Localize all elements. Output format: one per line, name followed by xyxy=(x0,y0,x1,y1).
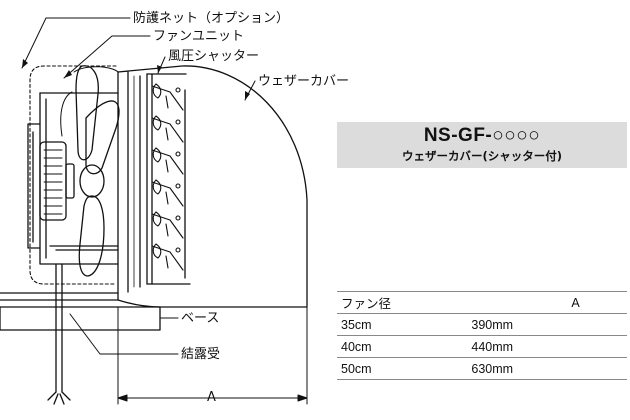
motor xyxy=(39,141,75,221)
dimension-cell: 630mm xyxy=(409,357,627,380)
table-row: 35cm 390mm xyxy=(337,313,627,336)
model-title-box: NS-GF-○○○○ ウェザーカバー(シャッター付) xyxy=(337,122,627,168)
table-row: 50cm 630mm xyxy=(337,357,627,380)
label-dimension-a: A xyxy=(207,390,216,405)
header-fan-diameter: ファン径 xyxy=(337,291,410,314)
arrow-shutter xyxy=(157,65,162,73)
wall-plates xyxy=(0,292,161,331)
label-base: ベース xyxy=(181,311,219,326)
label-weather-cover: ウェザーカバー xyxy=(258,74,349,89)
arrow-net xyxy=(22,59,28,68)
fan-diameter-cell: 50cm xyxy=(337,357,410,380)
label-pressure-shutter: 風圧シャッター xyxy=(168,49,259,64)
label-fan-unit: ファンユニット xyxy=(153,29,244,44)
arrow-cover xyxy=(245,91,250,100)
leader-lines xyxy=(21,17,256,355)
header-a: A xyxy=(409,291,627,314)
arrow-fan xyxy=(64,70,72,78)
label-drip-tray: 結露受 xyxy=(181,347,220,362)
fan-diameter-cell: 35cm xyxy=(337,313,410,336)
dimension-table: ファン径 A 35cm 390mm 40cm 440mm 50cm 630mm xyxy=(337,291,627,380)
fan-diameter-cell: 40cm xyxy=(337,335,410,358)
drain-hose xyxy=(47,263,71,405)
fan-blades xyxy=(60,65,120,277)
dimension-a xyxy=(117,306,308,405)
label-protection-net: 防護ネット（オプション） xyxy=(133,10,289,26)
shutter-louvers xyxy=(151,83,184,271)
table-header-row: ファン径 A xyxy=(337,291,627,314)
dimension-cell: 440mm xyxy=(409,335,627,358)
model-description: ウェザーカバー(シャッター付) xyxy=(401,149,562,163)
dimension-cell: 390mm xyxy=(409,313,627,336)
model-number: NS-GF-○○○○ xyxy=(423,125,541,146)
table-row: 40cm 440mm xyxy=(337,335,627,358)
protection-net xyxy=(29,65,117,285)
weather-cover-shell xyxy=(117,65,308,308)
shutter-frame xyxy=(146,73,191,285)
